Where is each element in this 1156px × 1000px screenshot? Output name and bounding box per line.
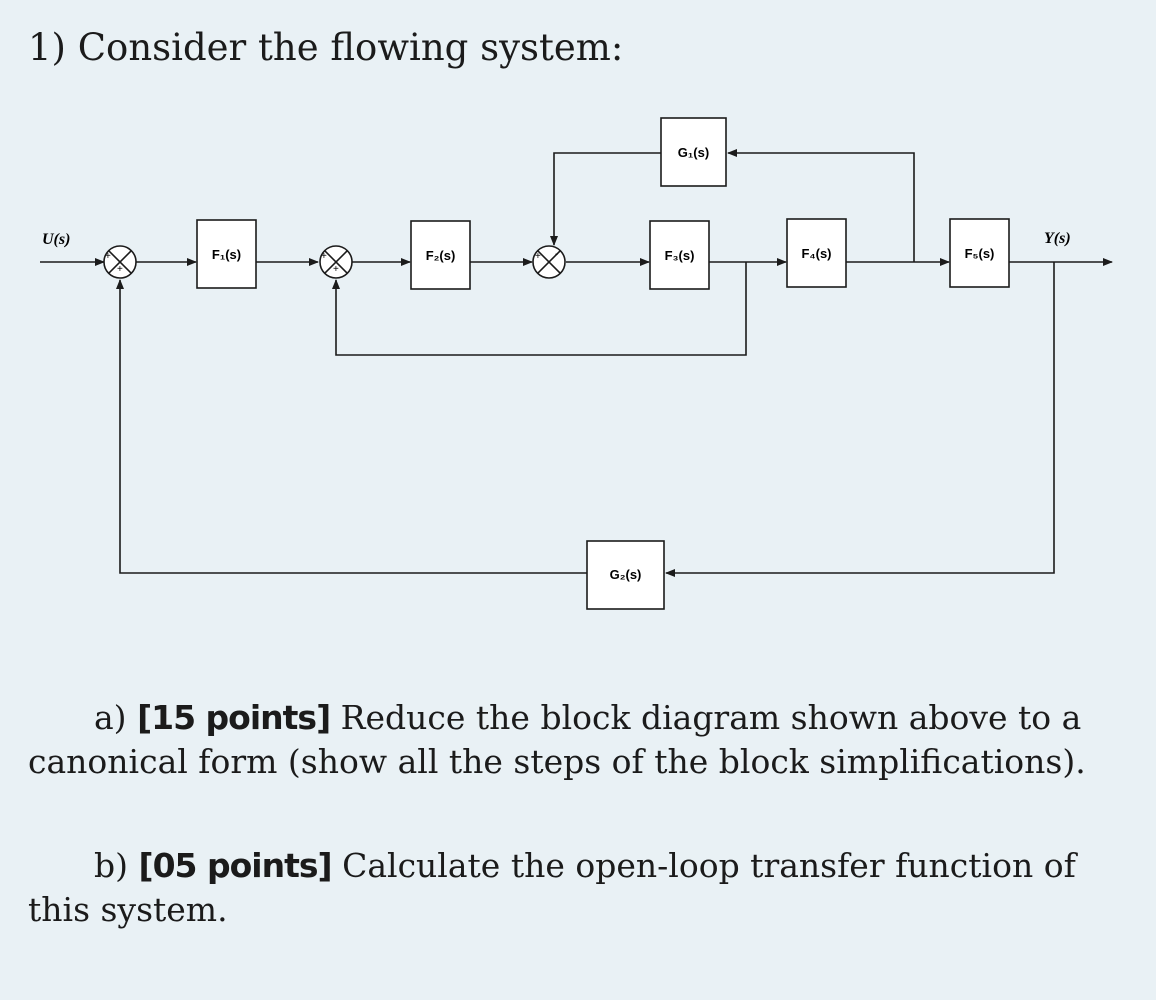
sign-s2-bottom: +	[333, 264, 339, 275]
summing-junction-2	[319, 245, 353, 279]
signal-line-g1-feedback-in	[727, 149, 915, 262]
sign-s2-left: +	[321, 251, 327, 262]
signal-line-g2-feedback-out	[116, 279, 587, 574]
part-a-text: Reduce the block diagram shown above to …	[28, 698, 1086, 781]
block-f1-label: F₁(s)	[212, 247, 241, 262]
part-b: b) [05 points] Calculate the open-loop t…	[28, 844, 1128, 932]
block-f4	[786, 218, 847, 288]
part-a-points: [15 points]	[137, 698, 331, 737]
block-f1	[196, 219, 257, 289]
sign-s3-top: -	[555, 249, 558, 260]
block-g1	[660, 117, 727, 187]
part-b-label: b)	[94, 846, 128, 885]
block-f3	[649, 220, 710, 290]
signal-line-g1-feedback-out	[550, 152, 661, 246]
part-a-label: a)	[94, 698, 127, 737]
part-b-text: Calculate the open-loop transfer functio…	[28, 846, 1076, 929]
part-a: a) [15 points] Reduce the block diagram …	[28, 696, 1128, 784]
sign-s1-left: +	[105, 251, 111, 262]
sign-s3-left: +	[535, 251, 541, 262]
block-g1-label: G₁(s)	[678, 145, 709, 160]
block-g2-label: G₂(s)	[610, 567, 642, 582]
block-f3-label: F₃(s)	[665, 248, 695, 263]
block-f2	[410, 220, 471, 290]
summing-junction-3	[532, 245, 566, 279]
sign-s1-bottom: +	[117, 264, 123, 275]
block-g2	[586, 540, 665, 610]
block-f5	[949, 218, 1010, 288]
summing-junction-1	[103, 245, 137, 279]
block-f2-label: F₂(s)	[426, 248, 456, 263]
block-f5-label: F₅(s)	[965, 246, 995, 261]
input-label: U(s)	[42, 231, 70, 248]
output-label: Y(s)	[1044, 230, 1071, 247]
signal-line-g2-feedback-in	[665, 262, 1055, 577]
block-f4-label: F₄(s)	[801, 246, 831, 261]
question-title: 1) Consider the flowing system:	[28, 26, 624, 69]
signal-line-inner-feedback	[332, 262, 747, 356]
part-b-points: [05 points]	[138, 846, 333, 885]
